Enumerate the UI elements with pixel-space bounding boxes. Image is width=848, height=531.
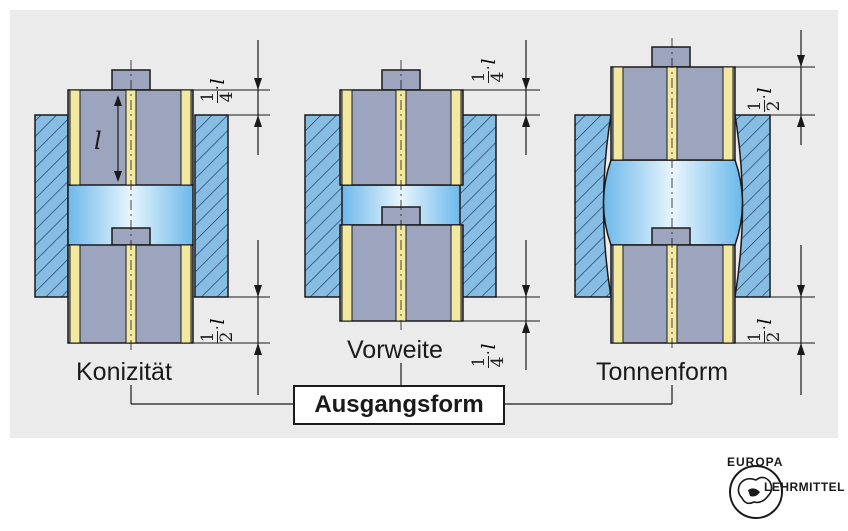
conicity-die [34, 40, 270, 395]
logo-text-top: EUROPA [727, 455, 784, 469]
barrel-label: Tonnenform [596, 358, 729, 386]
length-label: l [94, 127, 102, 155]
logo-text-bottom: LEHRMITTEL [764, 480, 845, 494]
barrel-die [574, 30, 815, 395]
europa-lehrmittel-logo [729, 465, 783, 519]
initial-form-box: Ausgangsform [293, 385, 505, 425]
connector-lines [130, 363, 673, 405]
advance-die [304, 40, 540, 370]
conicity-label: Konizität [76, 358, 172, 386]
advance-label: Vorweite [347, 336, 443, 364]
